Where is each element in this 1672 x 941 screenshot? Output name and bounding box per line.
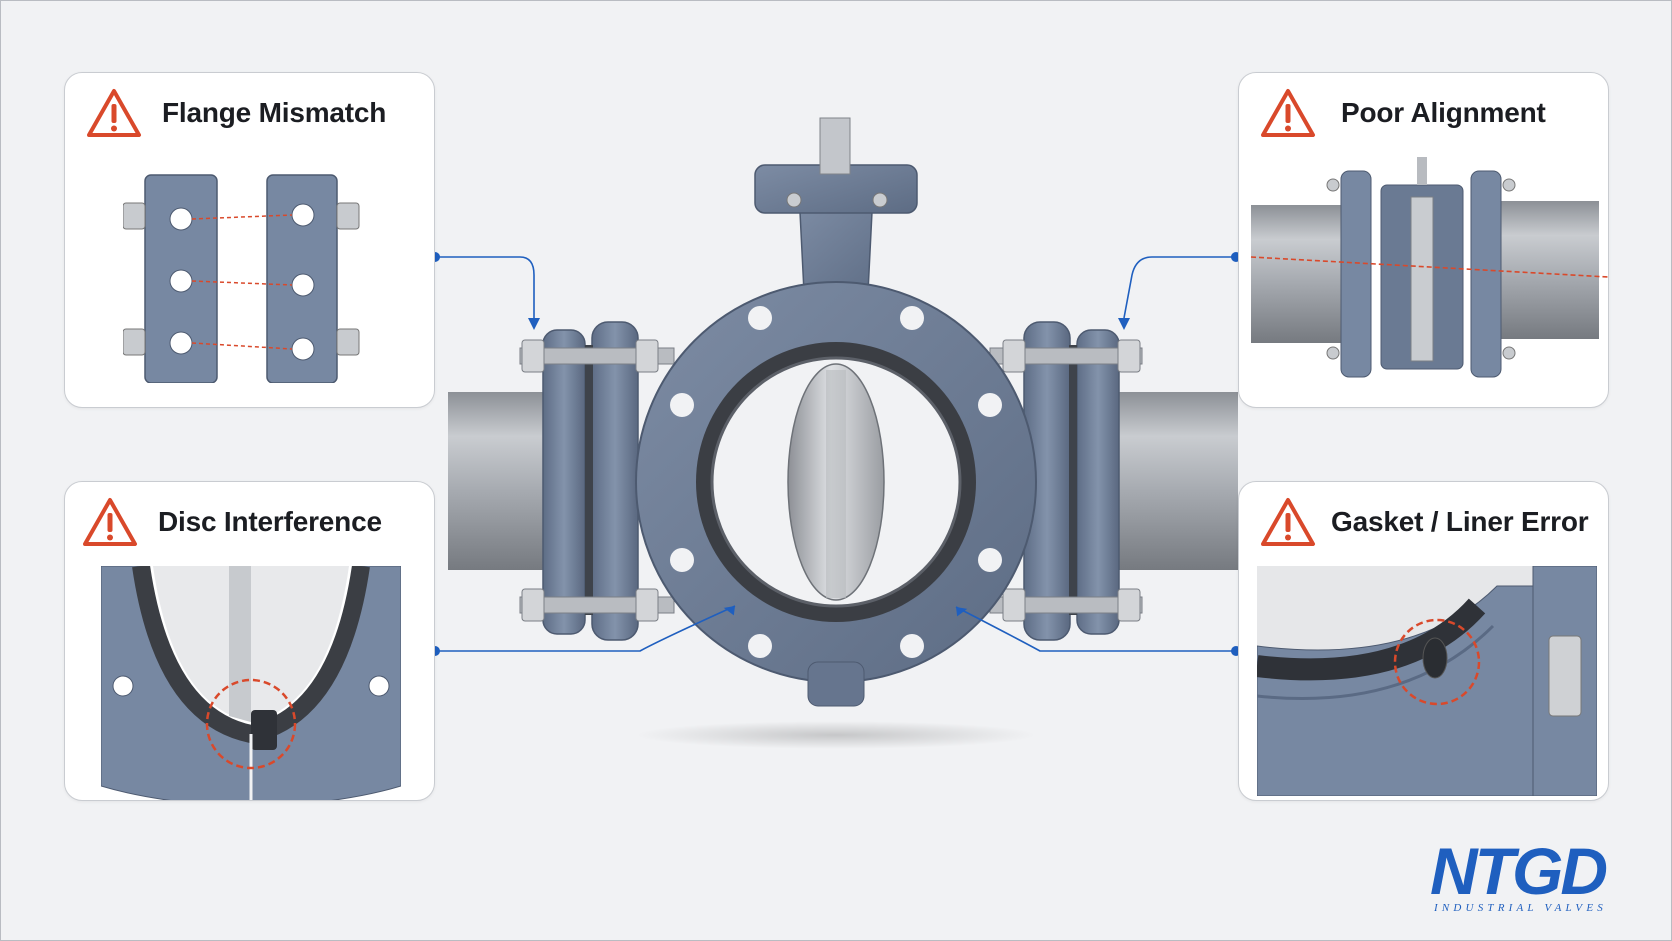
panel-title-gasket-liner-error: Gasket / Liner Error: [1331, 506, 1589, 537]
poor-alignment-illustration: [1250, 157, 1608, 378]
panel-title-poor-alignment: Poor Alignment: [1341, 97, 1546, 128]
panel-flange-mismatch: Flange Mismatch: [64, 72, 435, 408]
brand-logo: NTGD INDUSTRIAL VALVES: [1430, 838, 1646, 918]
leader-disc-interference: [435, 605, 736, 652]
leader-gasket-liner: [955, 606, 1236, 652]
warning-triangle-icon: [1261, 498, 1315, 546]
panel-title-disc-interference: Disc Interference: [158, 506, 382, 537]
disc-interference-illustration: [101, 566, 401, 800]
warning-triangle-icon: [1261, 89, 1315, 137]
valve-neck: [754, 117, 918, 297]
leader-poor-alignment: [1123, 256, 1236, 319]
left-flange-pair: [519, 321, 675, 641]
valve-body: [635, 281, 1037, 707]
panel-title-flange-mismatch: Flange Mismatch: [162, 97, 387, 128]
warning-triangle-icon: [83, 498, 137, 546]
panel-gasket-liner-error: Gasket / Liner Error: [1238, 481, 1609, 801]
left-pipe: [448, 392, 558, 570]
leader-flange-mismatch: [435, 256, 535, 318]
panel-disc-interference: Disc Interference: [64, 481, 435, 801]
gasket-liner-error-illustration: [1257, 566, 1597, 796]
callout-lines: [435, 256, 1236, 652]
right-flange-pair: [989, 321, 1143, 641]
warning-triangle-icon: [87, 89, 141, 137]
right-pipe: [1112, 392, 1238, 570]
brand-tagline: INDUSTRIAL VALVES: [1434, 902, 1607, 914]
panel-poor-alignment: Poor Alignment: [1238, 72, 1609, 408]
flange-mismatch-illustration: [123, 174, 360, 383]
brand-logo-mark: NTGD: [1430, 834, 1608, 908]
